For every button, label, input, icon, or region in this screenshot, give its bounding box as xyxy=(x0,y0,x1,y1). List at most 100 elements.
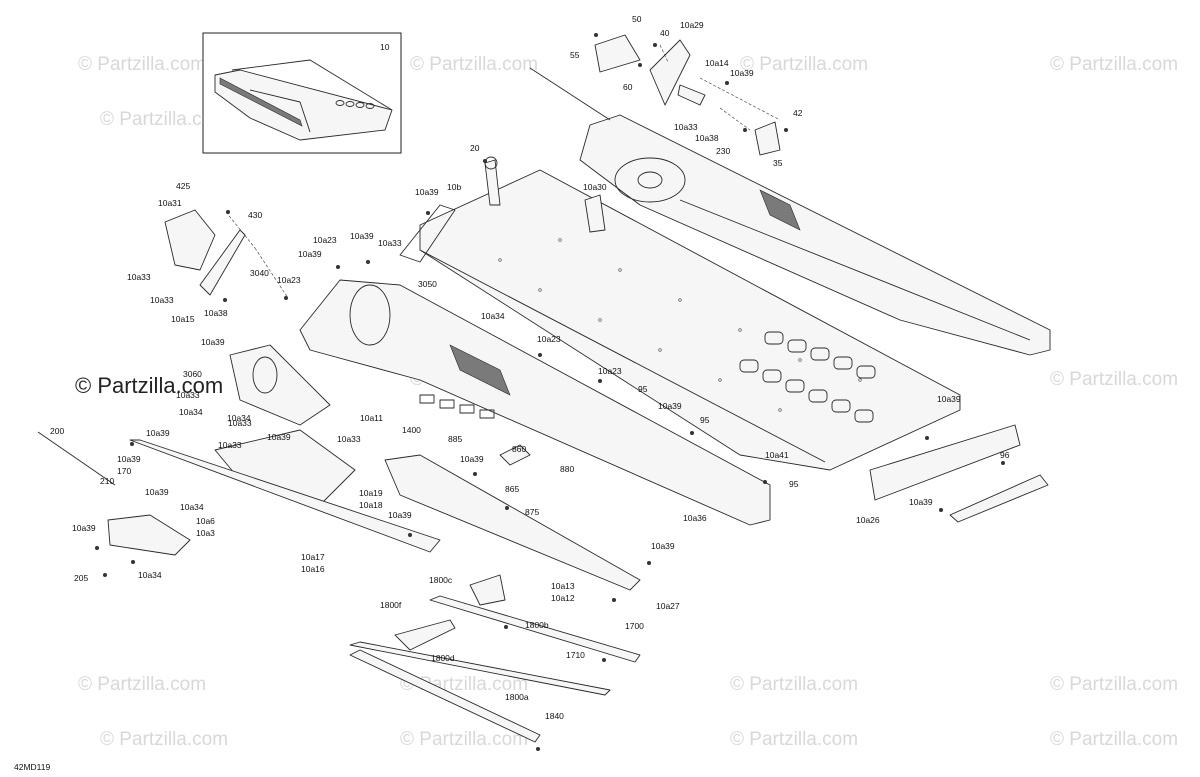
callout-label: 10a36 xyxy=(683,513,707,523)
callout-label: 10a23 xyxy=(277,275,301,285)
callout-label: 10a33 xyxy=(674,122,698,132)
callout-label: 60 xyxy=(623,82,633,92)
callout-label: 10a39 xyxy=(388,510,412,520)
watermark: © Partzilla.com xyxy=(730,729,858,750)
watermark: © Partzilla.com xyxy=(730,674,858,695)
watermark: © Partzilla.com xyxy=(100,109,228,130)
watermark: © Partzilla.com xyxy=(78,54,206,75)
callout-label: 10a39 xyxy=(350,231,374,241)
callout-label: 10b xyxy=(447,182,461,192)
callout-label: 10a39 xyxy=(909,497,933,507)
callout-label: 10a33 xyxy=(218,440,242,450)
watermark-main: © Partzilla.com xyxy=(75,373,223,398)
callout-label: 425 xyxy=(176,181,190,191)
callout-label: 10a13 xyxy=(551,581,575,591)
watermark: © Partzilla.com xyxy=(1050,729,1178,750)
callout-label: 10a33 xyxy=(150,295,174,305)
callout-label: 10a23 xyxy=(313,235,337,245)
callout-label: 10a39 xyxy=(415,187,439,197)
callout-label: 430 xyxy=(248,210,262,220)
callout-label: 1840 xyxy=(545,711,564,721)
callout-label: 865 xyxy=(505,484,519,494)
side-plate xyxy=(229,344,331,426)
callout-label: 10a39 xyxy=(267,432,291,442)
diagram-id: 42MD119 xyxy=(14,762,50,772)
hardware-dots xyxy=(95,33,1005,751)
callout-label: 35 xyxy=(773,158,783,168)
callout-label: 3050 xyxy=(418,279,437,289)
callout-label: 10a31 xyxy=(158,198,182,208)
callout-label: 10a39 xyxy=(651,541,675,551)
callout-label: 10a38 xyxy=(695,133,719,143)
callout-label: 3060 xyxy=(183,369,202,379)
callout-label: 10a33 xyxy=(127,272,151,282)
callout-label: 10a39 xyxy=(937,394,961,404)
callout-label: 10a39 xyxy=(201,337,225,347)
callout-label: 10a39 xyxy=(460,454,484,464)
callout-label: 10a12 xyxy=(551,593,575,603)
callout-label: 1800b xyxy=(525,620,549,630)
leader-lines xyxy=(225,44,781,299)
watermark: © Partzilla.com xyxy=(400,729,528,750)
callout-label: 10a39 xyxy=(298,249,322,259)
callout-label: 3040 xyxy=(250,268,269,278)
callout-label: 10a33 xyxy=(378,238,402,248)
callout-label: 10a39 xyxy=(730,68,754,78)
callout-label: 10a34 xyxy=(481,311,505,321)
callout-label: 1800d xyxy=(431,653,455,663)
callout-label: 10a27 xyxy=(656,601,680,611)
callout-label: 10a30 xyxy=(583,182,607,192)
callout-label: 96 xyxy=(1000,450,1010,460)
callout-label: 1400 xyxy=(402,425,421,435)
right-rail xyxy=(529,67,1051,356)
callout-label: 10a6 xyxy=(196,516,215,526)
callout-label: 10a33 xyxy=(228,418,252,428)
callout-label: 10a14 xyxy=(705,58,729,68)
callout-label: 95 xyxy=(789,479,799,489)
callout-label: 10a18 xyxy=(359,500,383,510)
callout-label: 205 xyxy=(74,573,88,583)
small-parts xyxy=(37,34,1049,743)
inset-label: 10 xyxy=(380,42,390,52)
callout-label: 10a23 xyxy=(537,334,561,344)
callout-label: 50 xyxy=(632,14,642,24)
callout-label: 10a34 xyxy=(227,413,251,423)
callout-label: 1800c xyxy=(429,575,453,585)
callout-label: 55 xyxy=(570,50,580,60)
watermark: © Partzilla.com xyxy=(410,54,538,75)
callout-label: 230 xyxy=(716,146,730,156)
callout-label: 1710 xyxy=(566,650,585,660)
callout-label: 200 xyxy=(50,426,64,436)
watermark: © Partzilla.com xyxy=(1050,369,1178,390)
callout-label: 10a19 xyxy=(359,488,383,498)
callout-labels: 5055604010a2910a1410a3910a3310a384223035… xyxy=(50,14,1010,721)
callout-label: 170 xyxy=(117,466,131,476)
callout-label: 10a39 xyxy=(146,428,170,438)
callout-label: 10a34 xyxy=(180,502,204,512)
callout-label: 95 xyxy=(700,415,710,425)
callout-label: 10a33 xyxy=(337,434,361,444)
callout-label: 42 xyxy=(793,108,803,118)
callout-label: 1800a xyxy=(505,692,529,702)
callout-label: 10a3 xyxy=(196,528,215,538)
callout-label: 10a39 xyxy=(658,401,682,411)
callout-label: 10a34 xyxy=(138,570,162,580)
callout-label: 95 xyxy=(638,384,648,394)
inset-box: 10 xyxy=(202,32,402,154)
callout-label: 10a11 xyxy=(360,413,383,423)
watermark: © Partzilla.com xyxy=(1050,54,1178,75)
watermark: © Partzilla.com xyxy=(1050,674,1178,695)
callout-label: 880 xyxy=(560,464,574,474)
callout-label: 860 xyxy=(512,444,526,454)
callout-label: 10a33 xyxy=(176,390,200,400)
callout-label: 885 xyxy=(448,434,462,444)
callout-label: 10a41 xyxy=(765,450,789,460)
callout-label: 1800f xyxy=(380,600,402,610)
callout-label: 10a29 xyxy=(680,20,704,30)
callout-label: 10a34 xyxy=(179,407,203,417)
watermark: © Partzilla.com xyxy=(740,54,868,75)
callout-label: 10a39 xyxy=(117,454,141,464)
tunnel-plate xyxy=(419,169,961,471)
callout-label: 10a39 xyxy=(145,487,169,497)
